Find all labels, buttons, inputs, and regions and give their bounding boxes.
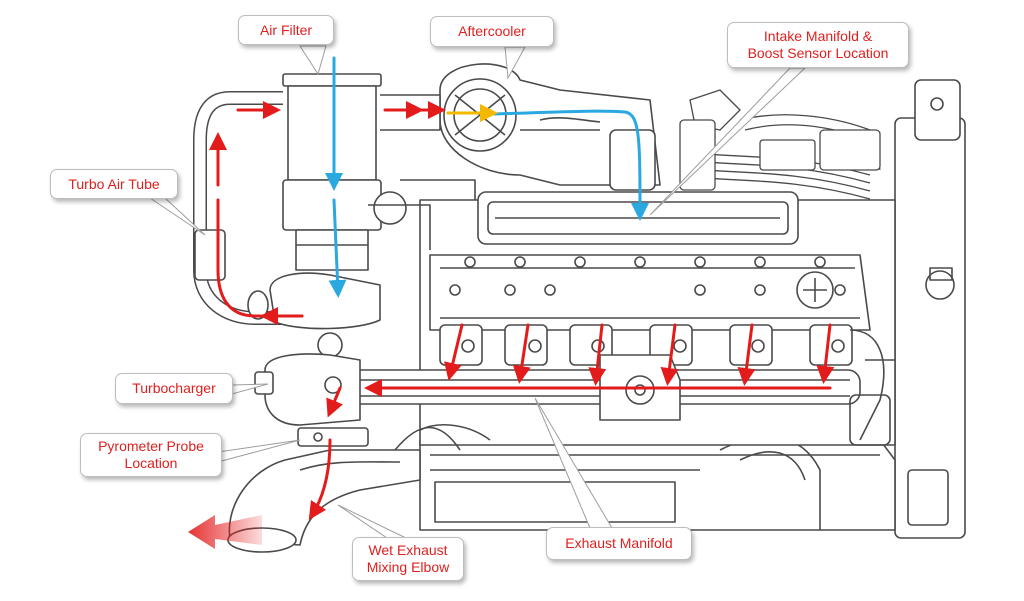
label-pyrometer-probe: Pyrometer Probe Location <box>80 433 222 477</box>
label-aftercooler: Aftercooler <box>430 16 554 47</box>
callout-leaders <box>148 45 807 541</box>
label-air-filter: Air Filter <box>238 15 334 45</box>
label-exhaust-manifold: Exhaust Manifold <box>546 527 692 560</box>
exhaust-flow-arrows <box>209 101 835 521</box>
label-wet-exhaust-elbow: Wet Exhaust Mixing Elbow <box>352 537 464 581</box>
label-intake-manifold: Intake Manifold & Boost Sensor Location <box>727 22 909 68</box>
label-turbocharger: Turbocharger <box>115 373 233 404</box>
label-turbo-air-tube: Turbo Air Tube <box>50 169 178 199</box>
exhaust-outlet-arrow <box>188 515 262 549</box>
intake-flow-arrows <box>325 56 649 298</box>
